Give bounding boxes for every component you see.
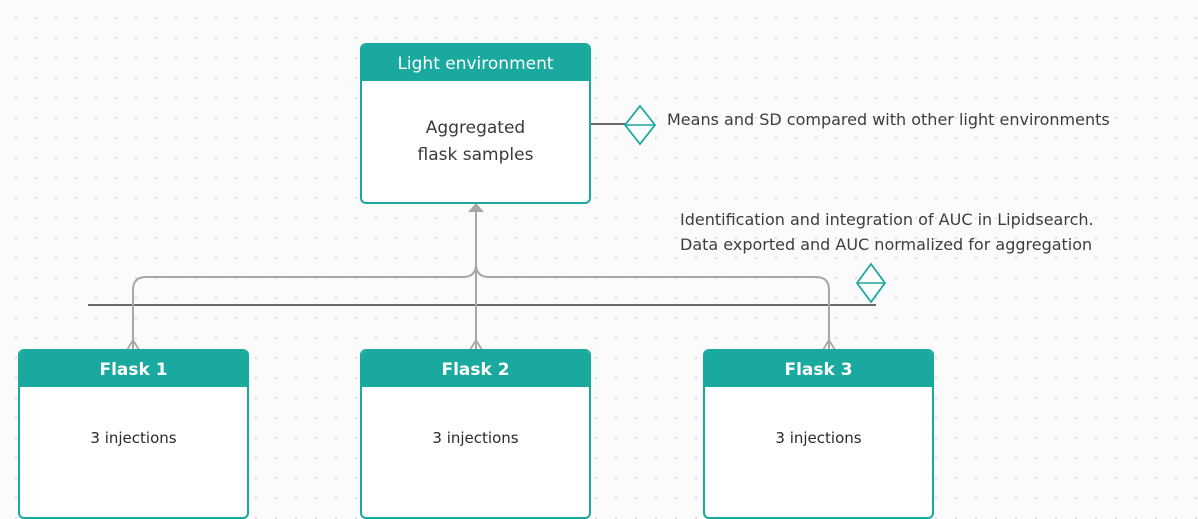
diamond-icon [855,262,887,304]
connectors [88,104,887,351]
note-aggregation[interactable]: Identification and integration of AUC in… [680,207,1094,257]
entity-body: 3 injections [432,429,519,447]
entity-light-environment[interactable]: Light environment Aggregated flask sampl… [360,43,591,204]
note-line: Identification and integration of AUC in… [680,210,1094,229]
diamond-icon [623,104,657,146]
entity-body: 3 injections [90,429,177,447]
note-line: Data exported and AUC normalized for agg… [680,235,1093,254]
entity-flask-1[interactable]: Flask 1 3 injections [18,349,249,519]
entity-header: Light environment [362,45,589,81]
diagram-canvas: Light environment Aggregated flask sampl… [18,43,1110,519]
entity-flask-3[interactable]: Flask 3 3 injections [703,349,934,519]
crowfoot-flask-2 [469,338,483,351]
connector-flask-1 [132,204,477,349]
entity-body: Aggregated flask samples [417,117,534,165]
note-means[interactable]: Means and SD compared with other light e… [667,110,1110,129]
entity-header: Flask 2 [362,351,589,387]
arrow-head-light-environment [468,203,484,212]
crowfoot-flask-3 [822,338,836,351]
entity-body: 3 injections [775,429,862,447]
connector-flask-3 [475,263,830,349]
crowfoot-flask-1 [126,338,140,351]
entity-header: Flask 3 [705,351,932,387]
entity-flask-2[interactable]: Flask 2 3 injections [360,349,591,519]
entity-header: Flask 1 [20,351,247,387]
